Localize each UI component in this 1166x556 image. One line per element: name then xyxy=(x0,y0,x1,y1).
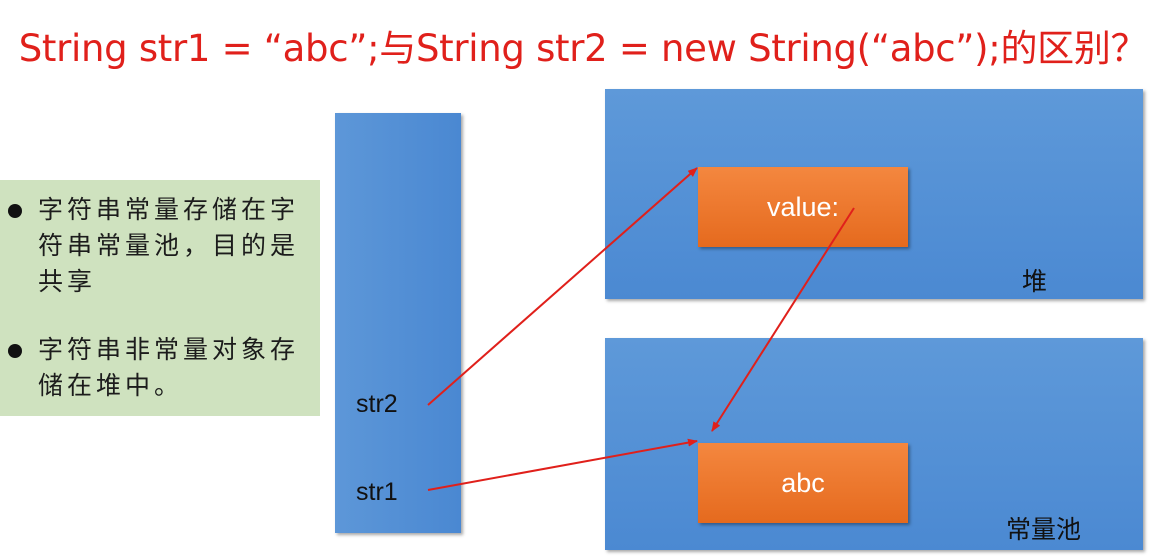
bullet-icon xyxy=(8,344,22,358)
notes-panel: 字符串常量存储在字符串常量池，目的是共享 字符串非常量对象存储在堆中。 xyxy=(0,180,320,416)
bullet-icon xyxy=(8,204,22,218)
note-text: 字符串常量存储在字符串常量池，目的是共享 xyxy=(38,195,300,296)
stack-area xyxy=(335,113,461,533)
pool-string-literal: abc xyxy=(698,443,908,523)
heap-string-object: value: xyxy=(698,167,908,247)
heap-label: 堆 xyxy=(1022,267,1048,296)
stack-var-str1: str1 xyxy=(356,478,398,506)
stack-var-str2: str2 xyxy=(356,390,398,418)
slide-title: String str1 = “abc”;与String str2 = new S… xyxy=(18,27,1148,70)
note-item: 字符串常量存储在字符串常量池，目的是共享 xyxy=(8,192,310,300)
note-text: 字符串非常量对象存储在堆中。 xyxy=(38,335,300,400)
note-item: 字符串非常量对象存储在堆中。 xyxy=(8,332,310,404)
pool-literal-text: abc xyxy=(781,467,825,498)
constant-pool-label: 常量池 xyxy=(1006,515,1082,544)
heap-object-text: value: xyxy=(766,191,840,222)
